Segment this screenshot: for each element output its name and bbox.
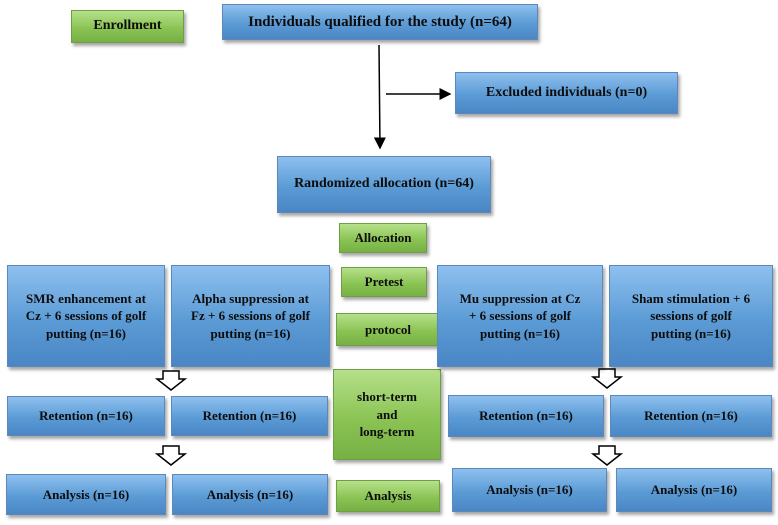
hollow-down-arrow-right-2 — [590, 445, 624, 466]
hollow-down-arrow-right-1 — [590, 368, 624, 389]
analysis-phase-label: Analysis — [336, 480, 440, 512]
analysis-box-mu: Analysis (n=16) — [452, 468, 607, 512]
retention-box-mu: Retention (n=16) — [448, 395, 604, 437]
analysis-box-alpha: Analysis (n=16) — [172, 474, 328, 515]
group-sham-box: Sham stimulation + 6 sessions of golf pu… — [609, 265, 773, 367]
followup-label: short-term and long-term — [333, 369, 441, 460]
analysis-box-sham: Analysis (n=16) — [616, 468, 772, 512]
enrollment-label: Enrollment — [71, 10, 184, 43]
hollow-down-arrow-left-2 — [154, 445, 188, 466]
retention-box-alpha: Retention (n=16) — [171, 396, 328, 436]
allocation-label: Allocation — [339, 223, 427, 253]
excluded-box: Excluded individuals (n=0) — [455, 72, 678, 114]
group-mu-box: Mu suppression at Cz + 6 sessions of gol… — [437, 265, 603, 367]
randomized-box: Randomized allocation (n=64) — [277, 156, 491, 213]
retention-box-sham: Retention (n=16) — [610, 395, 772, 437]
group-smr-box: SMR enhancement at Cz + 6 sessions of go… — [7, 265, 165, 367]
group-alpha-box: Alpha suppression at Fz + 6 sessions of … — [171, 265, 330, 367]
analysis-box-smr: Analysis (n=16) — [6, 474, 166, 515]
hollow-down-arrow-left-1 — [154, 370, 188, 391]
qualified-box: Individuals qualified for the study (n=6… — [222, 4, 538, 40]
retention-box-smr: Retention (n=16) — [7, 396, 165, 436]
protocol-label: protocol — [336, 313, 440, 346]
pretest-label: Pretest — [341, 267, 427, 297]
arrow-qualified-to-randomized — [373, 44, 386, 150]
